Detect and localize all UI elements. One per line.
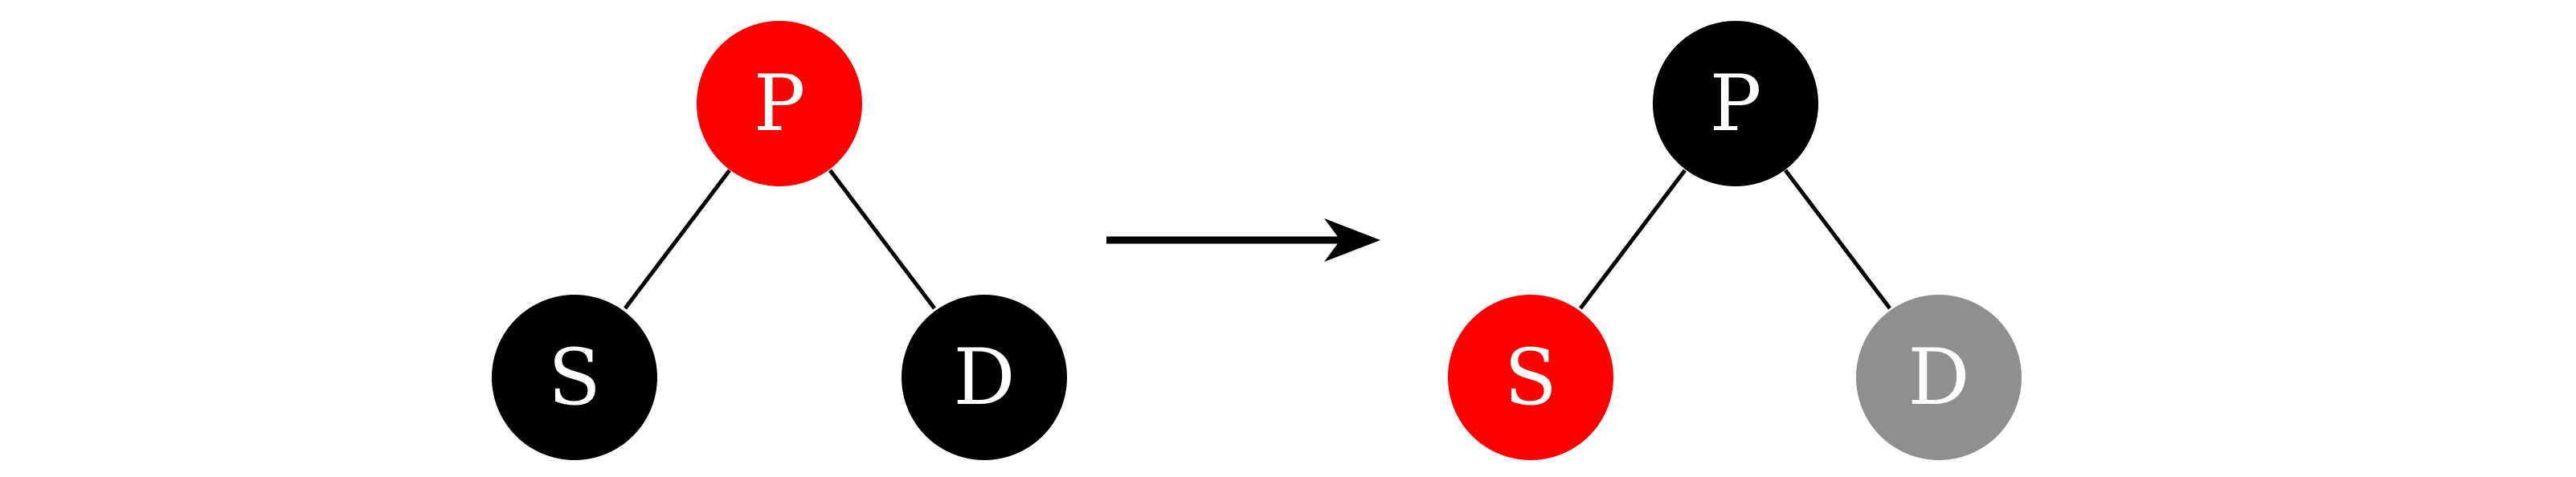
before-parent-label: P [754, 59, 806, 149]
after-parent-circle [1653, 21, 1818, 186]
after-left-child-label: S [1504, 332, 1557, 422]
before-right-child-label: D [954, 332, 1016, 422]
before-left-child-circle [492, 295, 657, 460]
after-tree: P S D [1448, 21, 2022, 460]
after-left-child-circle [1448, 295, 1613, 460]
after-parent-label: P [1710, 59, 1762, 149]
before-left-child-label: S [548, 332, 601, 422]
after-edge-parent-right [1784, 169, 1891, 310]
before-right-child-node: D [902, 295, 1067, 460]
before-tree: P S D [492, 21, 1067, 460]
before-parent-circle [697, 21, 862, 186]
after-right-child-node: D [1856, 295, 2022, 460]
before-edge-parent-right [828, 169, 936, 310]
arrow-head [1324, 218, 1380, 262]
after-edge-parent-left [1579, 169, 1687, 310]
right-arrow-icon [1106, 218, 1380, 262]
before-left-child-node: S [492, 295, 657, 460]
after-right-child-label: D [1908, 332, 1970, 422]
after-right-child-circle [1856, 295, 2022, 460]
after-left-child-node: S [1448, 295, 1613, 460]
before-right-child-circle [902, 295, 1067, 460]
before-parent-node: P [697, 21, 862, 186]
after-parent-node: P [1653, 21, 1818, 186]
before-edge-parent-left [624, 169, 731, 310]
